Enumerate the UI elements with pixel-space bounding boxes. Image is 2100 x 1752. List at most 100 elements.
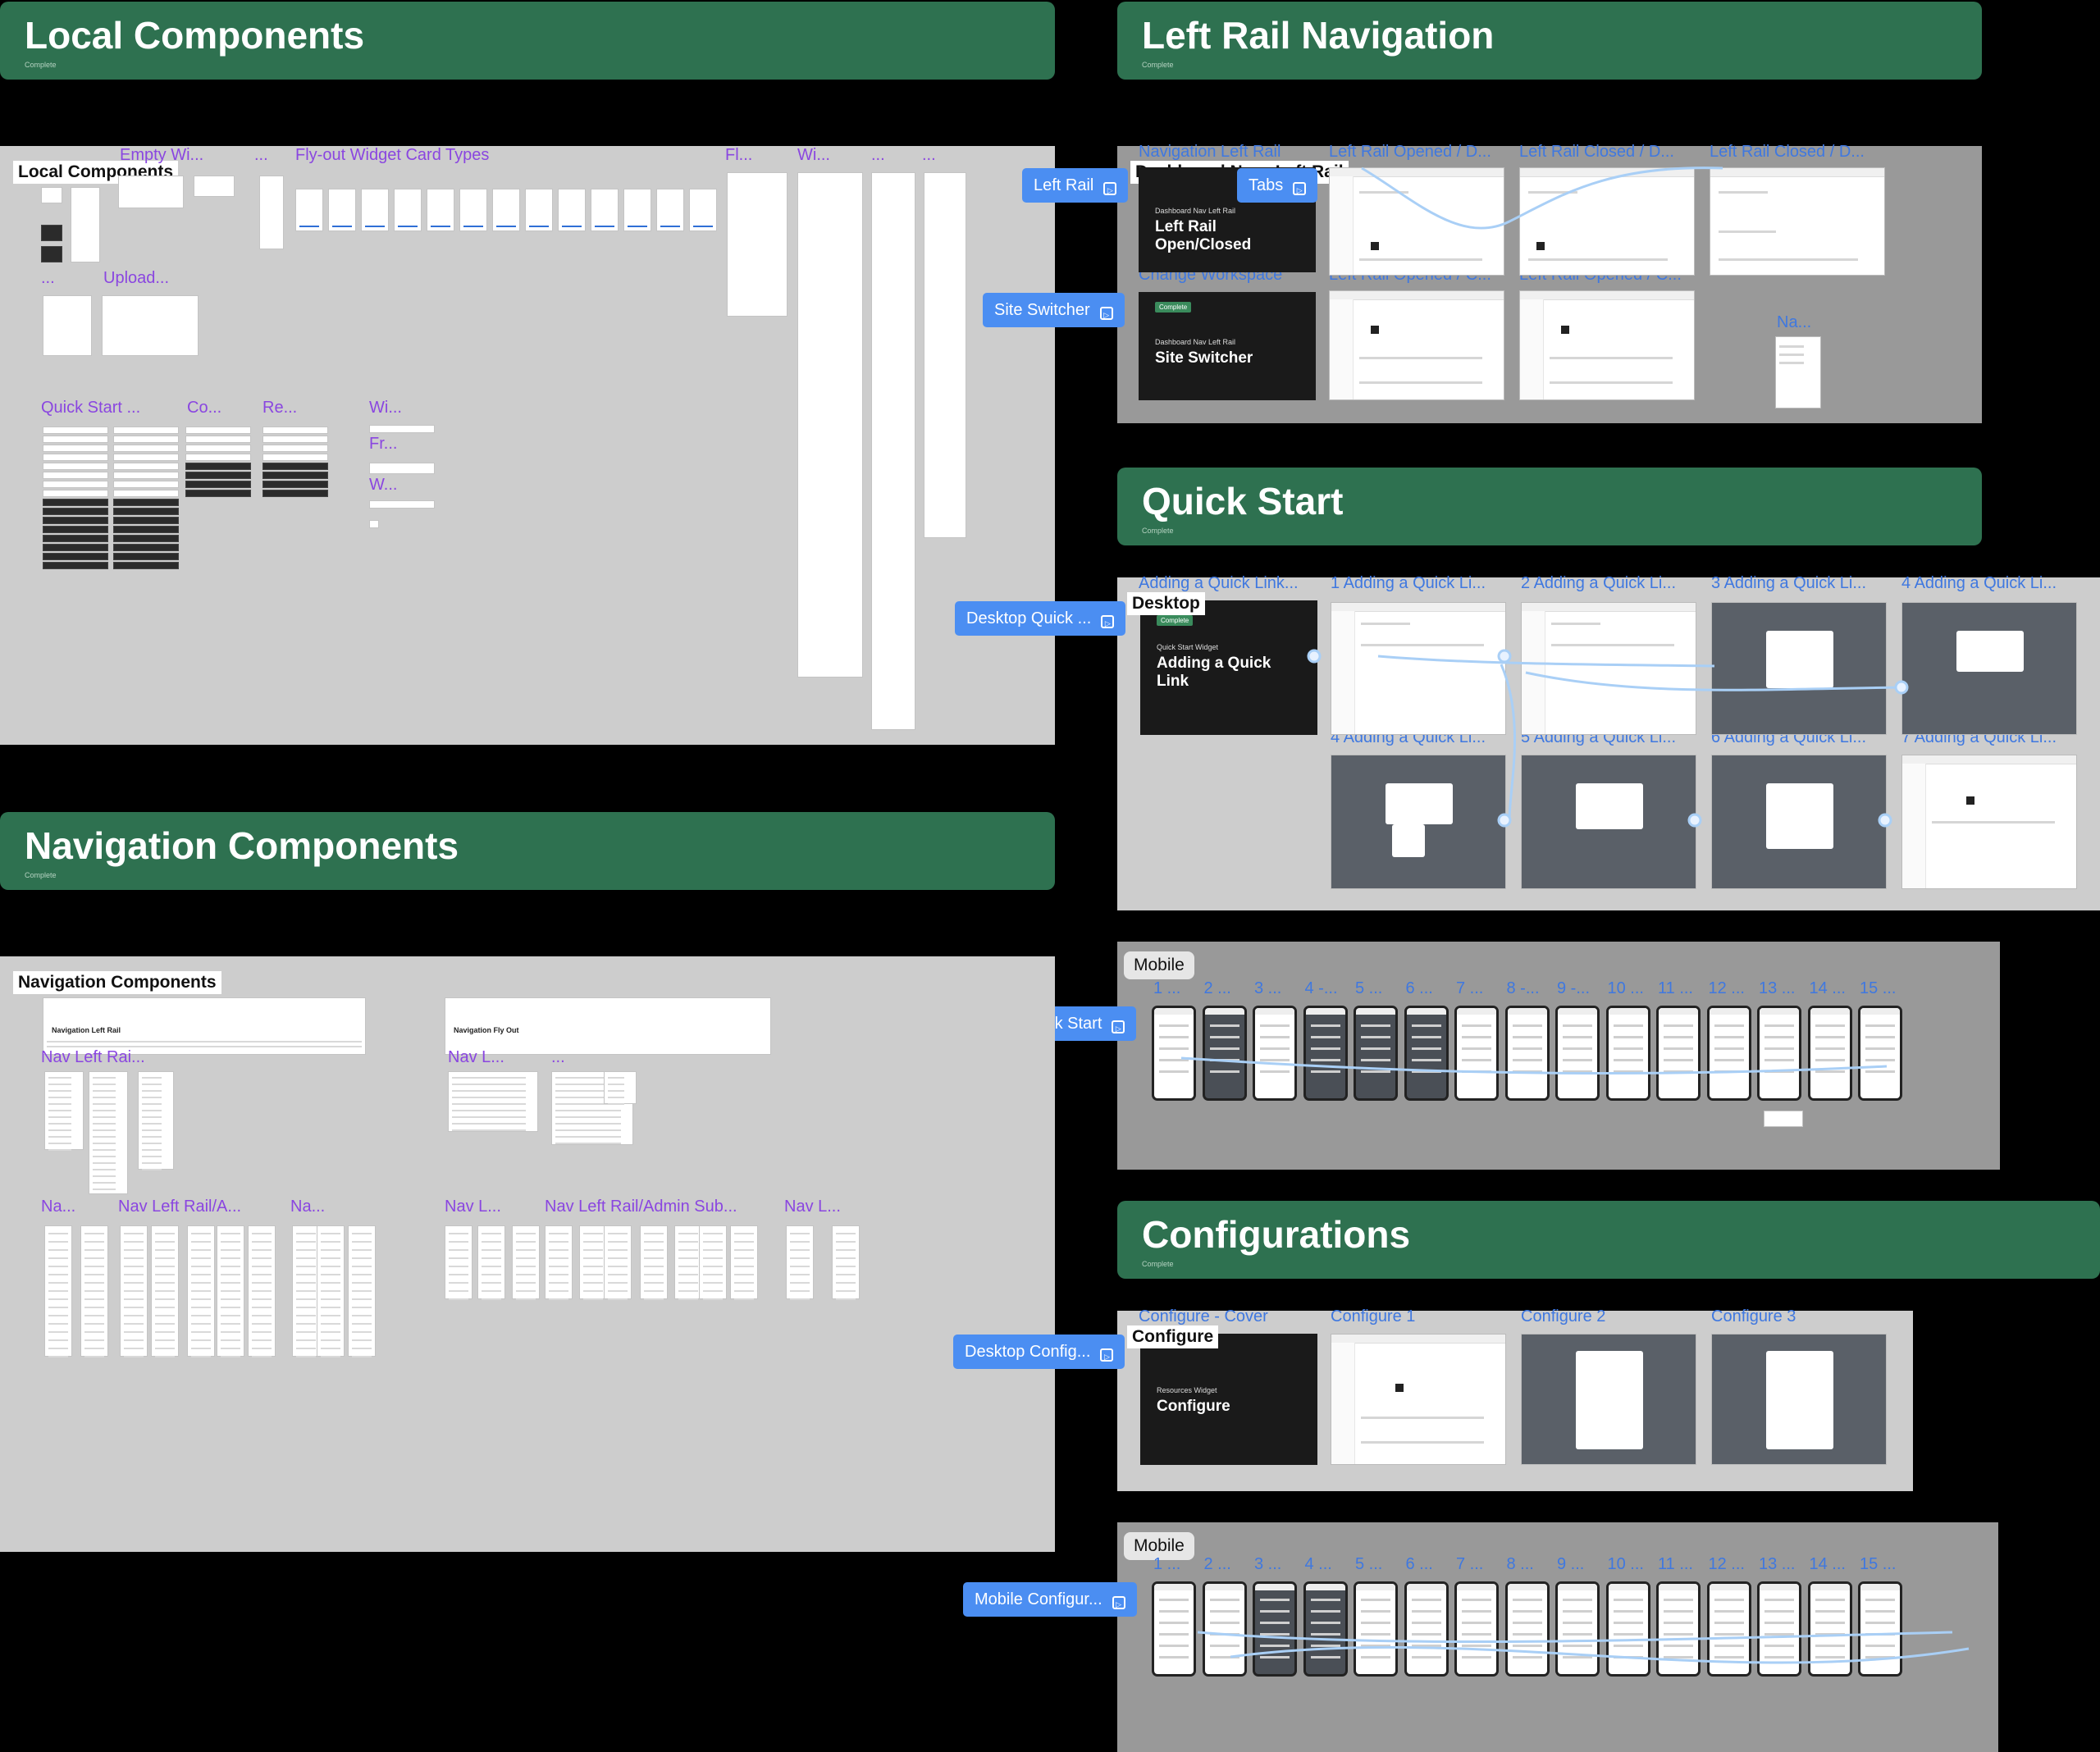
component-row[interactable]: [43, 454, 108, 461]
frame-label[interactable]: 3 ...: [1254, 979, 1282, 997]
mobile-frame[interactable]: [1152, 1006, 1196, 1101]
frame-label[interactable]: 11 ...: [1658, 1555, 1693, 1573]
screen-frame[interactable]: [1521, 602, 1696, 735]
screen-frame-modal[interactable]: [1331, 755, 1506, 889]
nav-panel[interactable]: [674, 1225, 702, 1300]
navigation-components-section[interactable]: Navigation Components Navigation Left Ra…: [0, 956, 1055, 1552]
flyout-card[interactable]: [427, 189, 454, 231]
screen-frame[interactable]: [1329, 290, 1504, 400]
component-row[interactable]: [43, 427, 108, 434]
component-row[interactable]: [43, 544, 108, 551]
nav-panel[interactable]: [44, 1071, 84, 1151]
nav-panel[interactable]: [317, 1225, 345, 1357]
component-label[interactable]: W...: [369, 476, 398, 494]
component-row[interactable]: [113, 463, 179, 470]
nav-panel[interactable]: [477, 1225, 505, 1300]
component-row[interactable]: [43, 490, 108, 497]
component-label[interactable]: ...: [871, 146, 885, 164]
frame-label[interactable]: 15 ...: [1860, 1555, 1897, 1573]
frame-label[interactable]: 5 ...: [1355, 979, 1383, 997]
flyout-card[interactable]: [525, 189, 553, 231]
upload-thumb[interactable]: [43, 295, 92, 356]
mobile-frame[interactable]: [1807, 1581, 1852, 1677]
prototype-start-desktop-quick[interactable]: Desktop Quick ...▷: [955, 601, 1126, 636]
component-row[interactable]: [113, 562, 179, 569]
component-thumb[interactable]: [369, 500, 435, 509]
mobile-frame[interactable]: [1757, 1581, 1801, 1677]
screen-frame[interactable]: [1329, 167, 1504, 276]
frame-label[interactable]: 3 ...: [1254, 1555, 1282, 1573]
flyout-card[interactable]: [328, 189, 356, 231]
doc-card[interactable]: Navigation Left Rail: [43, 997, 366, 1055]
widget-config-thumb[interactable]: [924, 172, 966, 538]
component-row[interactable]: [43, 499, 108, 506]
frame-label[interactable]: 6 ...: [1405, 979, 1433, 997]
flyout-card[interactable]: [394, 189, 422, 231]
mobile-frame[interactable]: [1202, 1006, 1247, 1101]
prototype-start-desktop-configure[interactable]: Desktop Config...▷: [953, 1335, 1125, 1369]
component-row[interactable]: [43, 508, 108, 515]
component-row[interactable]: [113, 499, 179, 506]
frame-label[interactable]: Navigation Left Rail: [1139, 143, 1281, 161]
prototype-start-site-switcher[interactable]: Site Switcher▷: [983, 293, 1125, 327]
frame-label[interactable]: 5 ...: [1355, 1555, 1383, 1573]
mobile-frame[interactable]: [1354, 1581, 1398, 1677]
component-label[interactable]: Upload...: [103, 269, 170, 287]
component-row[interactable]: [43, 472, 108, 479]
screen-frame[interactable]: [1775, 336, 1821, 408]
mobile-frame[interactable]: [1202, 1581, 1247, 1677]
nav-panel[interactable]: [579, 1225, 607, 1300]
component-label[interactable]: Nav L...: [445, 1198, 501, 1216]
cover-frame-configure[interactable]: Resources Widget Configure: [1140, 1334, 1317, 1465]
nav-panel[interactable]: [44, 1225, 72, 1357]
frame-label[interactable]: 14 ...: [1809, 979, 1846, 997]
component-row[interactable]: [43, 562, 108, 569]
mobile-frame[interactable]: [1152, 1581, 1196, 1677]
nav-panel[interactable]: [832, 1225, 860, 1300]
component-row[interactable]: [262, 472, 328, 479]
frame-label[interactable]: 3 Adding a Quick Li...: [1711, 574, 1867, 592]
component-label[interactable]: Empty Wi...: [120, 146, 204, 164]
component-row[interactable]: [185, 490, 251, 497]
component-row[interactable]: [113, 427, 179, 434]
frame-label[interactable]: 8 ...: [1506, 1555, 1534, 1573]
nav-panel[interactable]: [348, 1225, 376, 1357]
component-row[interactable]: [43, 481, 108, 488]
mobile-frame[interactable]: [1706, 1006, 1751, 1101]
screen-frame[interactable]: [1710, 167, 1885, 276]
mobile-configure-section[interactable]: Mobile 1 ...2 ...3 ...4 ...5 ...6 ...7 .…: [1117, 1522, 1998, 1752]
prototype-start-mobile-configure[interactable]: Mobile Configur...▷: [963, 1582, 1137, 1617]
component-row[interactable]: [43, 535, 108, 542]
nav-panel[interactable]: [448, 1071, 538, 1132]
screen-frame-modal[interactable]: [1901, 602, 2077, 735]
frame-label[interactable]: 2 ...: [1203, 1555, 1231, 1573]
mobile-frame[interactable]: [1404, 1006, 1449, 1101]
component-row[interactable]: [185, 445, 251, 452]
component-label[interactable]: Nav L...: [784, 1198, 841, 1216]
quick-start-desktop-section[interactable]: Adding a Quick Link... 1 Adding a Quick …: [1117, 574, 2100, 910]
mobile-frame[interactable]: [1706, 1581, 1751, 1677]
screen-frame-modal[interactable]: [1521, 1334, 1696, 1465]
upload-thumb[interactable]: [102, 295, 199, 356]
frame-label[interactable]: 4 Adding a Quick Li...: [1901, 574, 2057, 592]
local-components-section[interactable]: Local Components Empty Wi... ... Fly-out…: [0, 146, 1055, 745]
flyout-card[interactable]: [459, 189, 487, 231]
component-thumb[interactable]: [369, 463, 435, 474]
component-row[interactable]: [43, 436, 108, 443]
nav-panel[interactable]: [89, 1071, 128, 1194]
flyout-card[interactable]: [558, 189, 586, 231]
component-row[interactable]: [262, 463, 328, 470]
component-row[interactable]: [113, 445, 179, 452]
frame-label[interactable]: 4 -...: [1304, 979, 1338, 997]
nav-panel[interactable]: [445, 1225, 472, 1300]
nav-panel[interactable]: [187, 1225, 215, 1357]
component-label[interactable]: Na...: [41, 1198, 76, 1216]
component-label[interactable]: Re...: [262, 399, 298, 417]
frame-label[interactable]: 15 ...: [1860, 979, 1897, 997]
frame-label[interactable]: Left Rail Closed / D...: [1519, 143, 1674, 161]
component-thumb[interactable]: [41, 246, 62, 262]
mobile-frame[interactable]: [1605, 1581, 1650, 1677]
component-row[interactable]: [113, 436, 179, 443]
component-row[interactable]: [185, 427, 251, 434]
nav-panel[interactable]: [248, 1225, 276, 1357]
